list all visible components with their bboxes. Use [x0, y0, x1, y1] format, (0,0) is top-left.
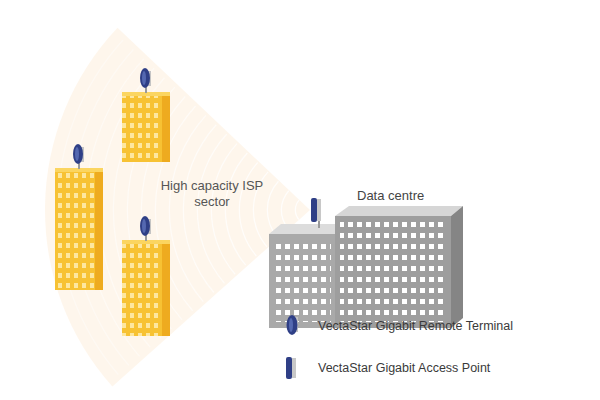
node-label: Data centre	[357, 188, 457, 204]
building-shape-part	[273, 240, 331, 322]
signal-ring	[71, 49, 134, 366]
signal-ring	[57, 40, 124, 375]
node-label: High capacity ISP sector	[160, 178, 264, 210]
signal-ring	[281, 190, 290, 229]
sector-fill	[45, 28, 310, 387]
signal-ring	[155, 106, 196, 312]
building-shape-part	[340, 222, 446, 322]
signal-ring	[295, 200, 300, 220]
signal-ring	[141, 96, 186, 320]
legend-access-point-icon-part	[286, 357, 292, 379]
legend-label: VectaStar Gigabit Access Point	[318, 360, 490, 376]
building-shape-part	[451, 206, 463, 328]
data-centre-building: Data centre	[265, 186, 465, 336]
sector-wedge	[45, 28, 310, 387]
node-outline	[265, 186, 465, 336]
building-shape-part	[335, 216, 451, 328]
building-shape-part	[335, 206, 463, 216]
legend-label: VectaStar Gigabit Remote Terminal	[318, 318, 513, 334]
access-point-icon-part	[311, 198, 317, 222]
signal-ring	[239, 162, 259, 256]
signal-ring	[225, 153, 248, 266]
legend-access-point-icon-part	[292, 358, 296, 378]
building-shape-part	[269, 234, 335, 328]
legend-access-point-icon	[286, 357, 296, 379]
access-point-icon	[311, 198, 321, 228]
access-point-icon-part	[317, 199, 321, 221]
building-shape	[269, 206, 463, 328]
